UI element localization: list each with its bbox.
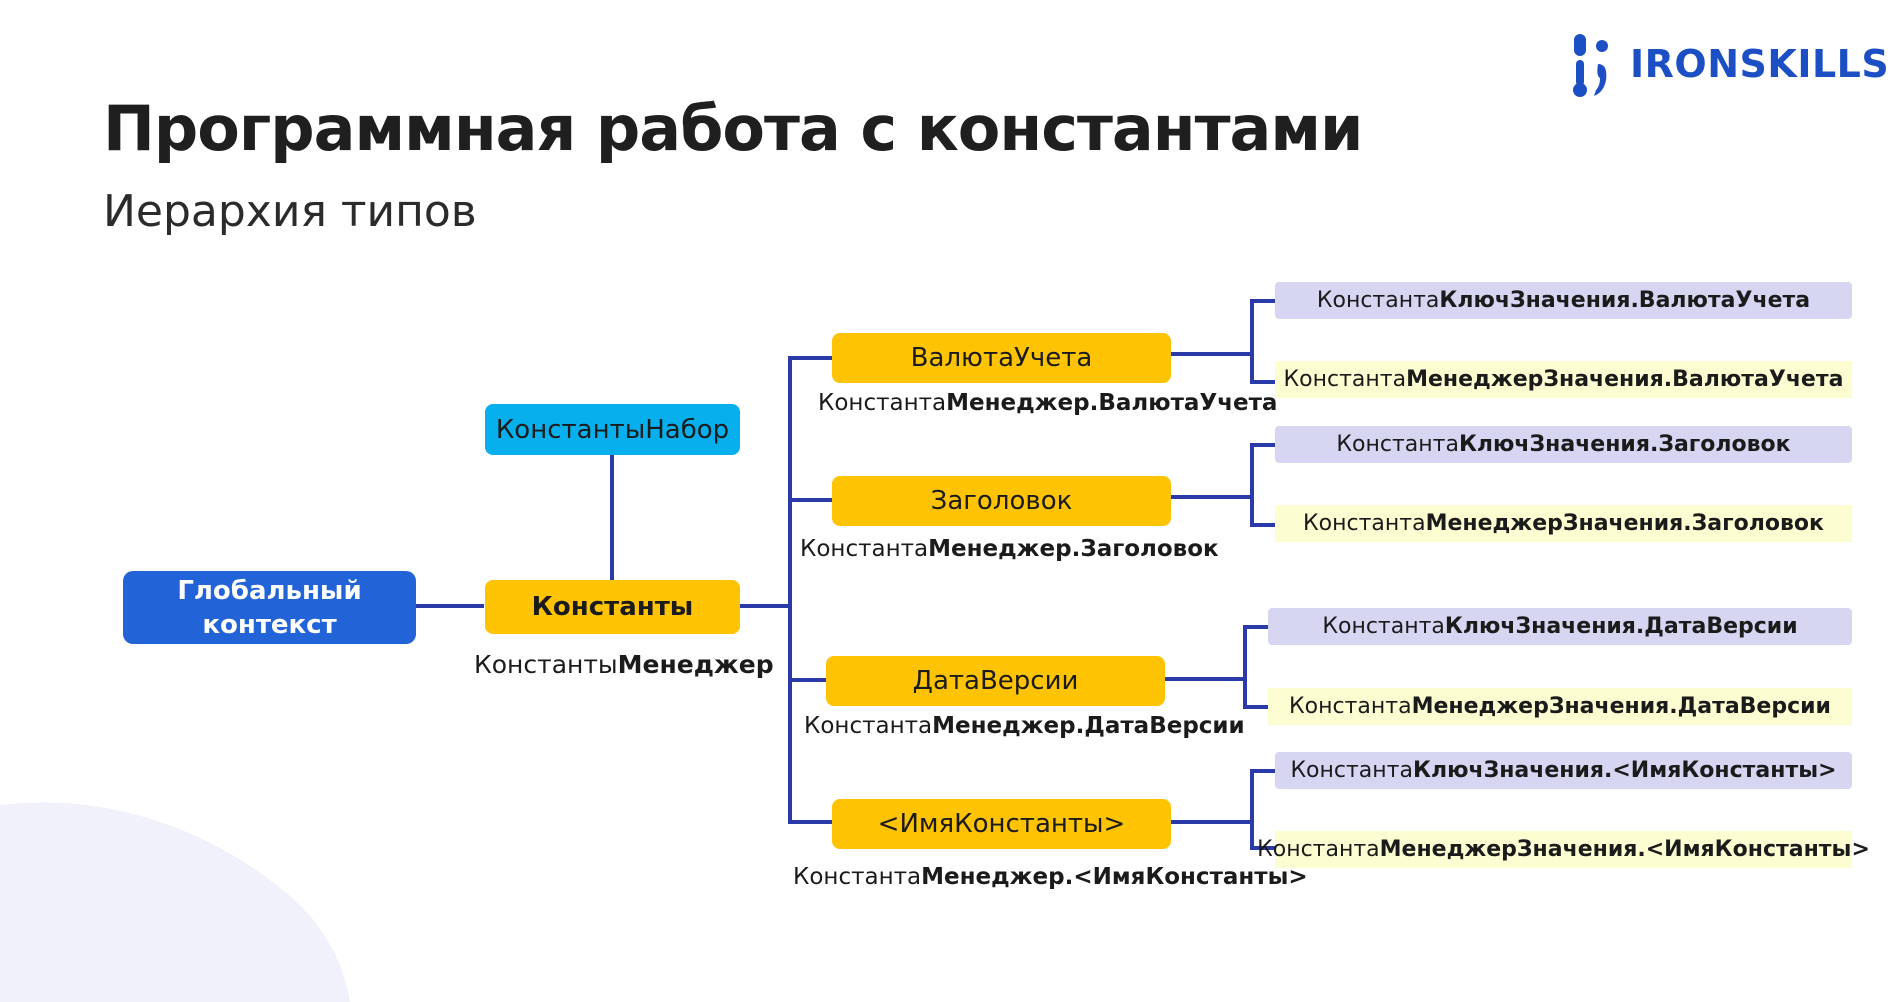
- brand-logo: IRONSKILLS: [1568, 30, 1889, 100]
- leaf-key-data-versii-regular: Константа: [1322, 614, 1445, 639]
- leaf-mgr-zagolovok-regular: Константа: [1303, 511, 1426, 536]
- node-item-imya-konstanty: <ИмяКонстанты>: [832, 799, 1171, 849]
- leaf-key-zagolovok-regular: Константа: [1336, 432, 1459, 457]
- node-item-valuta: ВалютаУчета: [832, 333, 1171, 383]
- caption-item-data-versii: КонстантаМенеджер.ДатаВерсии: [804, 713, 1245, 739]
- node-item-data-versii-label: ДатаВерсии: [912, 666, 1079, 696]
- leaf-key-valuta-bold: КлючЗначения.ВалютаУчета: [1439, 288, 1811, 313]
- ironskills-logo-icon: [1573, 34, 1608, 97]
- node-constants-label: Константы: [531, 592, 694, 622]
- node-item-valuta-label: ВалютаУчета: [910, 343, 1093, 373]
- leaf-key-imya-konstanty-bold: КлючЗначения.<ИмяКонстанты>: [1412, 758, 1837, 783]
- leaf-mgr-valuta-regular: Константа: [1283, 367, 1407, 392]
- node-item-zagolovok: Заголовок: [832, 476, 1171, 526]
- node-constants: Константы: [485, 580, 740, 634]
- leaf-key-valuta-regular: Константа: [1316, 288, 1440, 313]
- caption-item-valuta: КонстантаМенеджер.ВалютаУчета: [818, 390, 1277, 416]
- caption-item-imya-konstanty: КонстантаМенеджер.<ИмяКонстанты>: [793, 864, 1308, 890]
- caption-item-zagolovok-regular: Константа: [800, 536, 929, 562]
- caption-item-imya-konstanty-bold: Менеджер.<ИмяКонстанты>: [921, 864, 1308, 890]
- node-global-context: Глобальный контекст: [123, 571, 416, 644]
- node-global-context-line2: контекст: [202, 609, 337, 640]
- node-item-zagolovok-label: Заголовок: [930, 486, 1073, 516]
- leaf-key-imya-konstanty-regular: Константа: [1290, 758, 1413, 783]
- caption-constants-manager: КонстантыМенеджер: [474, 650, 774, 679]
- page-subtitle: Иерархия типов: [103, 186, 477, 237]
- leaf-mgr-imya-konstanty-bold: МенеджерЗначения.<ИмяКонстанты>: [1379, 837, 1870, 862]
- node-item-imya-konstanty-label: <ИмяКонстанты>: [877, 809, 1126, 839]
- leaf-mgr-data-versii-bold: МенеджерЗначения.ДатаВерсии: [1411, 694, 1831, 719]
- caption-item-zagolovok: КонстантаМенеджер.Заголовок: [800, 536, 1219, 562]
- node-global-context-line1: Глобальный: [177, 575, 362, 606]
- caption-item-zagolovok-bold: Менеджер.Заголовок: [928, 536, 1219, 562]
- leaf-key-data-versii-bold: КлючЗначения.ДатаВерсии: [1444, 614, 1798, 639]
- caption-item-data-versii-regular: Константа: [804, 713, 933, 739]
- node-constants-set: КонстантыНабор: [485, 404, 740, 455]
- caption-item-imya-konstanty-regular: Константа: [793, 864, 922, 890]
- page-title: Программная работа с константами: [103, 92, 1363, 165]
- node-constants-set-label: КонстантыНабор: [495, 414, 730, 445]
- caption-constants-bold: Менеджер: [617, 650, 774, 679]
- caption-item-valuta-bold: Менеджер.ВалютаУчета: [946, 390, 1278, 416]
- node-item-data-versii: ДатаВерсии: [826, 656, 1165, 706]
- leaf-mgr-imya-konstanty-regular: Константа: [1257, 837, 1380, 862]
- caption-item-data-versii-bold: Менеджер.ДатаВерсии: [932, 713, 1245, 739]
- leaf-mgr-valuta-bold: МенеджерЗначения.ВалютаУчета: [1406, 367, 1844, 392]
- leaf-mgr-data-versii-regular: Константа: [1289, 694, 1412, 719]
- brand-name: IRONSKILLS: [1630, 42, 1890, 86]
- leaf-mgr-zagolovok-bold: МенеджерЗначения.Заголовок: [1425, 511, 1824, 536]
- caption-constants-regular: Константы: [474, 650, 618, 679]
- leaf-key-zagolovok-bold: КлючЗначения.Заголовок: [1458, 432, 1791, 457]
- caption-item-valuta-regular: Константа: [818, 390, 947, 416]
